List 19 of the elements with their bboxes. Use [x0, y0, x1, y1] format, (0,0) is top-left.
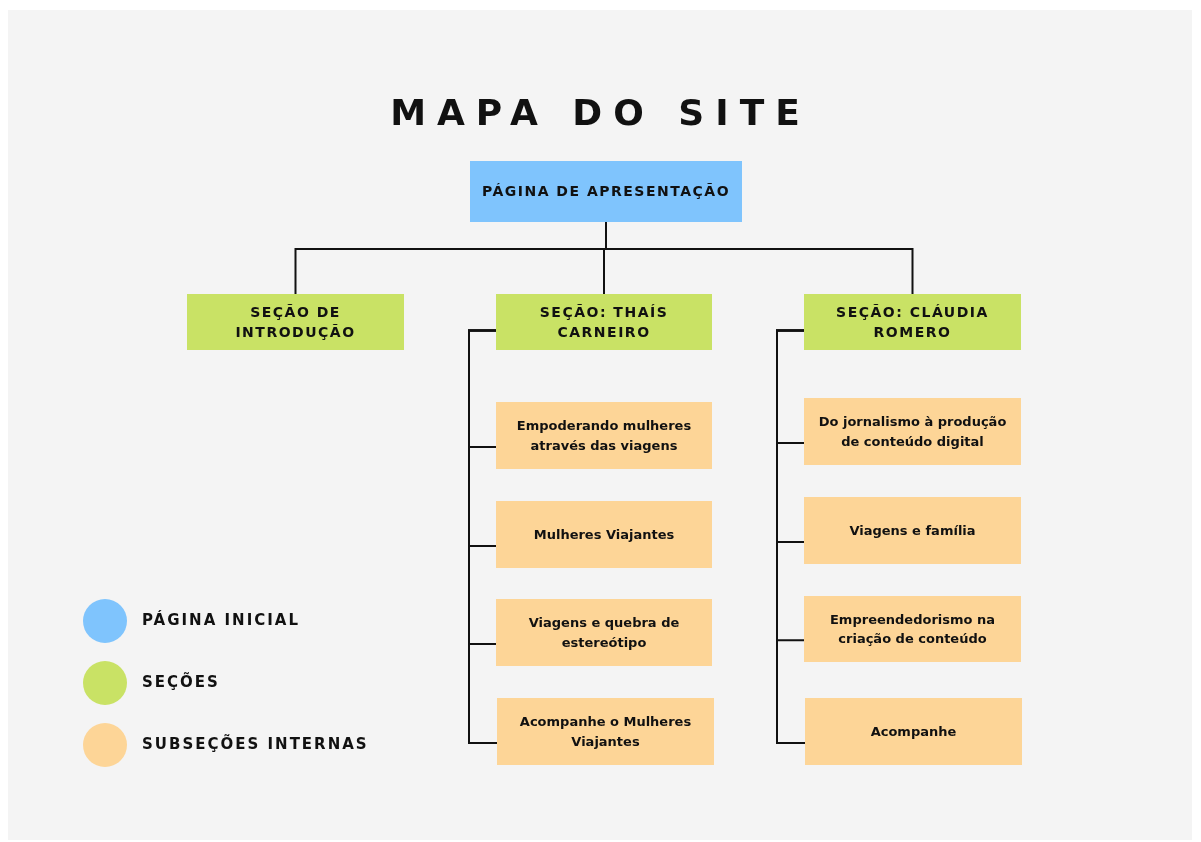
- subsection-box: Do jornalismo à produção de conteúdo digital: [804, 398, 1021, 465]
- section-box: SEÇÃO: CLÁUDIA ROMERO: [804, 294, 1021, 350]
- legend-label: SEÇÕES: [142, 673, 220, 691]
- connector-line: [468, 329, 498, 744]
- section-box: SEÇÃO DE INTRODUÇÃO: [187, 294, 404, 350]
- subsection-box: Acompanhe: [805, 698, 1022, 765]
- home-page-box: PÁGINA DE APRESENTAÇÃO: [470, 161, 742, 222]
- connector-line: [605, 221, 914, 295]
- subsection-box: Empreendedorismo na criação de conteúdo: [804, 596, 1021, 662]
- legend-label: PÁGINA INICIAL: [142, 611, 300, 629]
- subsection-box: Acompanhe o Mulheres Viajantes: [497, 698, 714, 765]
- section-box: SEÇÃO: THAÍS CARNEIRO: [496, 294, 712, 350]
- subsection-box: Viagens e quebra de estereótipo: [496, 599, 712, 666]
- subsection-box: Viagens e família: [804, 497, 1021, 564]
- legend-label: SUBSEÇÕES INTERNAS: [142, 735, 369, 753]
- subsection-box: Empoderando mulheres através das viagens: [496, 402, 712, 469]
- subsection-box: Mulheres Viajantes: [496, 501, 712, 568]
- connector-line: [776, 329, 806, 744]
- title: MAPA DO SITE: [389, 92, 812, 133]
